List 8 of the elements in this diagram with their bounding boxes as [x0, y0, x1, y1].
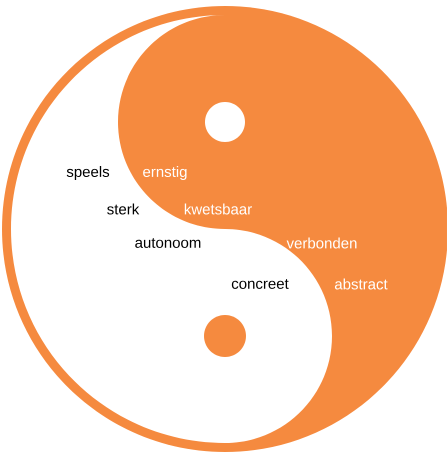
word-label: ernstig: [143, 166, 187, 180]
word-label: autonoom: [135, 238, 200, 248]
word-label: speels: [66, 166, 110, 180]
word-label: abstract: [334, 278, 388, 290]
word-label: verbonden: [286, 238, 356, 248]
word-label: concreet: [232, 279, 289, 289]
word-label: kwetsbaar: [184, 204, 252, 214]
word-label: sterk: [107, 204, 140, 214]
